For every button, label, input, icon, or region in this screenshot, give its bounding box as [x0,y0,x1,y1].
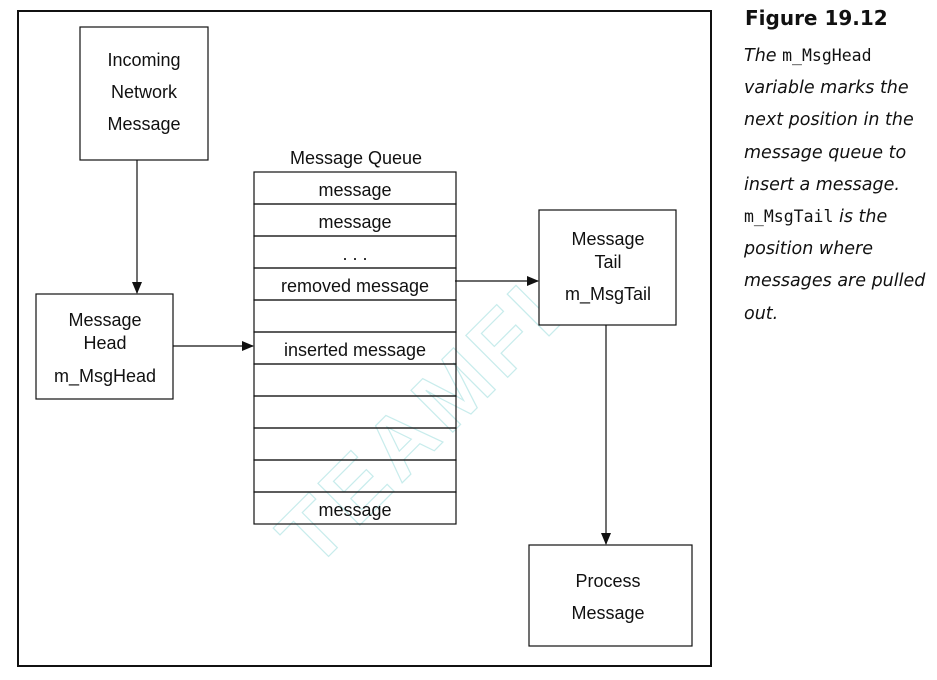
tail-line-3: m_MsgTail [565,284,651,305]
caption-code: m_MsgTail [744,207,834,227]
head-line-3: m_MsgHead [54,366,156,387]
queue-row: inserted message [253,331,457,365]
message-queue: message message . . . removed message insert… [253,171,457,525]
caption-segment: is the position where messages are pulle… [744,207,926,324]
caption-segment: variable marks the next position in the … [744,78,914,195]
queue-row-label: removed message [281,276,429,296]
figure-caption: Figure 19.12 The m_MsgHead variable mark… [744,6,934,330]
queue-row [253,299,457,333]
diagram-frame [17,10,712,667]
tail-line-2: Tail [594,252,621,272]
queue-row-label: inserted message [284,340,426,360]
queue-row: removed message [253,267,457,301]
queue-row: . . . [253,235,457,269]
incoming-line-3: Message [107,114,180,134]
queue-row-label: message [318,180,391,200]
queue-row-label: message [318,212,391,232]
process-line-2: Message [571,603,644,623]
queue-title: Message Queue [290,148,422,168]
head-line-1: Message [68,310,141,330]
message-head-box: Message Head m_MsgHead [35,293,174,400]
process-message-box: Process Message [528,544,693,647]
process-line-1: Process [575,571,640,591]
incoming-line-1: Incoming [107,50,180,70]
queue-row: message [253,171,457,205]
figure-title: Figure 19.12 [745,6,888,30]
queue-row-label: message [318,500,391,520]
tail-line-1: Message [571,229,644,249]
message-tail-box: Message Tail m_MsgTail [538,209,677,326]
incoming-line-2: Network [111,82,178,102]
incoming-network-message-box: Incoming Network Message [79,26,209,161]
queue-row: message [253,491,457,525]
caption-segment: The [744,46,783,66]
queue-row-label: . . . [342,244,367,264]
queue-row: message [253,203,457,237]
head-line-2: Head [83,333,126,353]
caption-text: The m_MsgHead variable marks the next po… [744,40,934,330]
caption-code: m_MsgHead [782,46,872,65]
